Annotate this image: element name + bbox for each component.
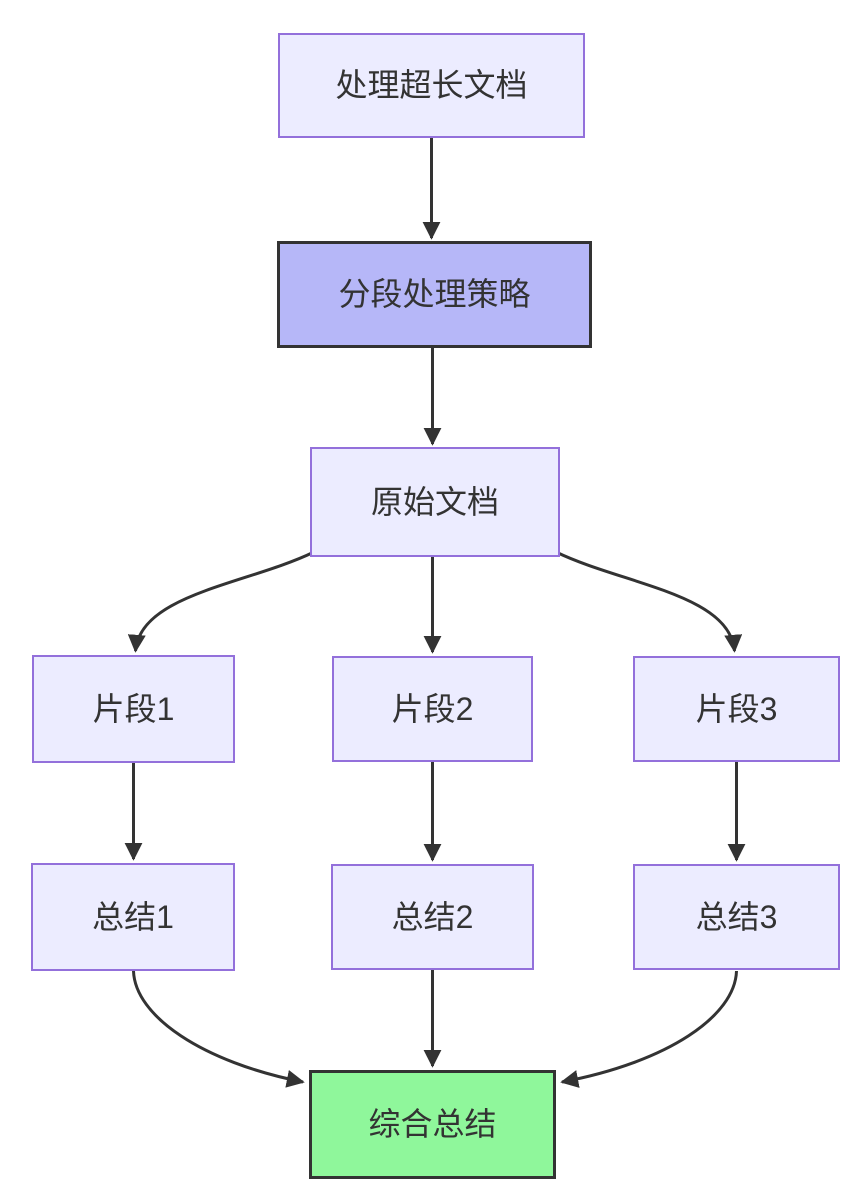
node-process-long-document: 处理超长文档 (278, 33, 585, 138)
edge-summary-1-to-combined (132, 970, 305, 1088)
node-original-document: 原始文档 (310, 447, 560, 557)
edge-summary-3-to-combined (560, 970, 738, 1088)
node-label: 分段处理策略 (338, 276, 531, 313)
node-label: 原始文档 (370, 483, 499, 520)
node-segmentation-strategy: 分段处理策略 (277, 241, 592, 348)
node-label: 片段3 (695, 690, 778, 727)
node-fragment-2: 片段2 (332, 656, 533, 762)
node-label: 片段2 (391, 690, 474, 727)
node-label: 片段1 (92, 690, 175, 727)
node-summary-3: 总结3 (633, 864, 840, 970)
node-label: 综合总结 (368, 1106, 497, 1143)
node-fragment-3: 片段3 (633, 656, 840, 762)
node-summary-2: 总结2 (331, 864, 534, 970)
node-label: 总结1 (92, 898, 174, 935)
node-label: 总结3 (695, 898, 778, 935)
edge-original-to-fragment-1 (127, 550, 315, 653)
edge-original-to-fragment-3 (555, 550, 743, 653)
node-summary-1: 总结1 (31, 863, 235, 971)
node-combined-summary: 综合总结 (309, 1070, 556, 1179)
node-fragment-1: 片段1 (32, 655, 235, 763)
node-label: 总结2 (391, 898, 474, 935)
node-label: 处理超长文档 (335, 67, 528, 104)
